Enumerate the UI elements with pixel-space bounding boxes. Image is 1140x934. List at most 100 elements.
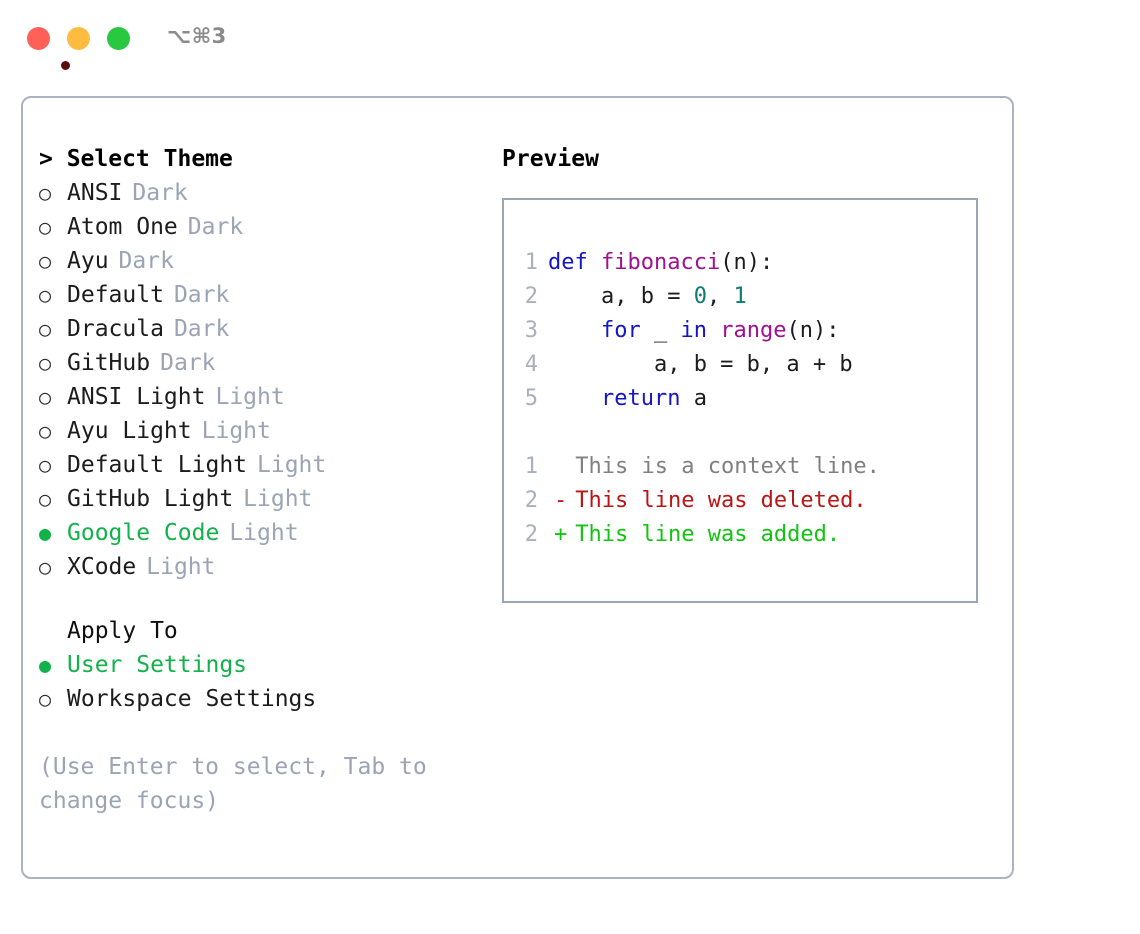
radio-unselected-icon: ○: [39, 419, 52, 443]
code-token-kw: in: [680, 318, 707, 343]
theme-option-variant: Dark: [132, 180, 188, 206]
keyboard-shortcut-label: ⌥⌘3: [167, 24, 227, 48]
radio-selected-icon: ●: [39, 653, 52, 677]
code-token-kw: for: [600, 318, 641, 343]
diff-text: This line was added.: [575, 522, 841, 547]
apply-to-header: Apply To: [67, 618, 178, 644]
theme-option-label: Google Code: [67, 520, 220, 546]
hint-text: (Use Enter to select, Tab to change focu…: [39, 754, 427, 814]
diff-line-add: 2 + This line was added.: [504, 518, 976, 552]
spacer: [39, 716, 489, 750]
code-token-num: 0: [693, 284, 707, 309]
radio-unselected-icon: ○: [39, 215, 52, 239]
code-token-pl: ,: [706, 284, 734, 309]
radio-unselected-icon: ○: [39, 487, 52, 511]
theme-option-variant: Dark: [118, 248, 174, 274]
line-number: 1: [524, 250, 538, 275]
diff-text: This line was deleted.: [575, 488, 867, 513]
code-token-pl: a: [680, 386, 707, 411]
preview-title: Preview: [502, 146, 599, 172]
code-token-pl: (n):: [786, 318, 840, 343]
diff-marker: +: [554, 522, 568, 547]
theme-option-variant: Light: [146, 554, 216, 580]
theme-option-ansi[interactable]: ○ ANSI Dark: [39, 176, 489, 210]
theme-option-label: Ayu Light: [67, 418, 192, 444]
code-token-pl: a, b = b, a + b: [548, 352, 853, 377]
select-theme-header: > Select Theme: [39, 146, 233, 172]
minimize-button[interactable]: [67, 27, 90, 50]
theme-option-ayu[interactable]: ○ Ayu Dark: [39, 244, 489, 278]
apply-to-option-label: Workspace Settings: [67, 686, 317, 712]
radio-unselected-icon: ○: [39, 181, 52, 205]
theme-option-google-code[interactable]: ● Google Code Light: [39, 516, 489, 550]
line-number: 4: [524, 352, 538, 377]
apply-to-option-user-settings[interactable]: ●User Settings: [39, 648, 489, 682]
apply-to-option-list: ●User Settings○Workspace Settings: [39, 648, 489, 716]
line-number: 2: [524, 522, 538, 547]
code-token-num: 1: [733, 284, 747, 309]
code-text: def fibonacci(n):: [548, 246, 773, 280]
theme-option-variant: Dark: [187, 214, 244, 240]
spacer: [504, 416, 976, 450]
close-button[interactable]: [27, 27, 70, 70]
theme-option-variant: Light: [257, 452, 327, 478]
code-token-fn: range: [720, 318, 787, 343]
code-text: for _ in range(n):: [548, 314, 839, 348]
apply-to-option-workspace-settings[interactable]: ○Workspace Settings: [39, 682, 489, 716]
theme-option-label: ANSI: [67, 180, 123, 206]
code-token-pl: a, b =: [548, 284, 694, 309]
line-number: 2: [524, 284, 538, 309]
code-token-pl: (n):: [720, 250, 774, 275]
theme-option-label: Ayu: [67, 248, 109, 274]
theme-option-label: GitHub Light: [67, 486, 234, 512]
theme-option-variant: Dark: [160, 350, 216, 376]
radio-unselected-icon: ○: [39, 385, 52, 409]
theme-option-dracula[interactable]: ○ Dracula Dark: [39, 312, 489, 346]
code-token-fn: fibonacci: [600, 250, 721, 275]
theme-option-label: ANSI Light: [67, 384, 206, 410]
theme-option-label: Default: [67, 282, 164, 308]
code-token-kw: return: [600, 386, 681, 411]
radio-unselected-icon: ○: [39, 249, 52, 273]
line-number: 1: [524, 454, 538, 479]
theme-option-label: XCode: [67, 554, 137, 580]
code-token-kw: def: [548, 250, 601, 275]
line-number: 5: [524, 386, 538, 411]
theme-option-variant: Light: [201, 418, 271, 444]
theme-option-label: Dracula: [67, 316, 164, 342]
theme-option-label: GitHub: [67, 350, 151, 376]
code-token-pl: [548, 318, 601, 343]
code-line: 2 a, b = 0, 1: [504, 280, 976, 314]
theme-option-label: Atom One: [67, 214, 178, 240]
diff-line-ctx: 1 This is a context line.: [504, 450, 976, 484]
theme-option-variant: Light: [229, 520, 299, 546]
code-line: 5 return a: [504, 382, 976, 416]
radio-unselected-icon: ○: [39, 453, 52, 477]
title-bar: ⌥⌘3: [0, 0, 1140, 78]
theme-option-variant: Dark: [173, 316, 230, 342]
theme-option-ayu-light[interactable]: ○ Ayu Light Light: [39, 414, 489, 448]
theme-option-atom-one[interactable]: ○ Atom One Dark: [39, 210, 489, 244]
maximize-button[interactable]: [107, 27, 130, 50]
code-token-pl: _: [640, 318, 681, 343]
code-text: a, b = b, a + b: [548, 348, 853, 382]
line-number: 2: [524, 488, 538, 513]
radio-selected-icon: ●: [39, 521, 52, 545]
code-token-pl: [548, 386, 601, 411]
diff-marker: [548, 450, 575, 484]
code-text: return a: [548, 382, 707, 416]
radio-unselected-icon: ○: [39, 317, 52, 341]
